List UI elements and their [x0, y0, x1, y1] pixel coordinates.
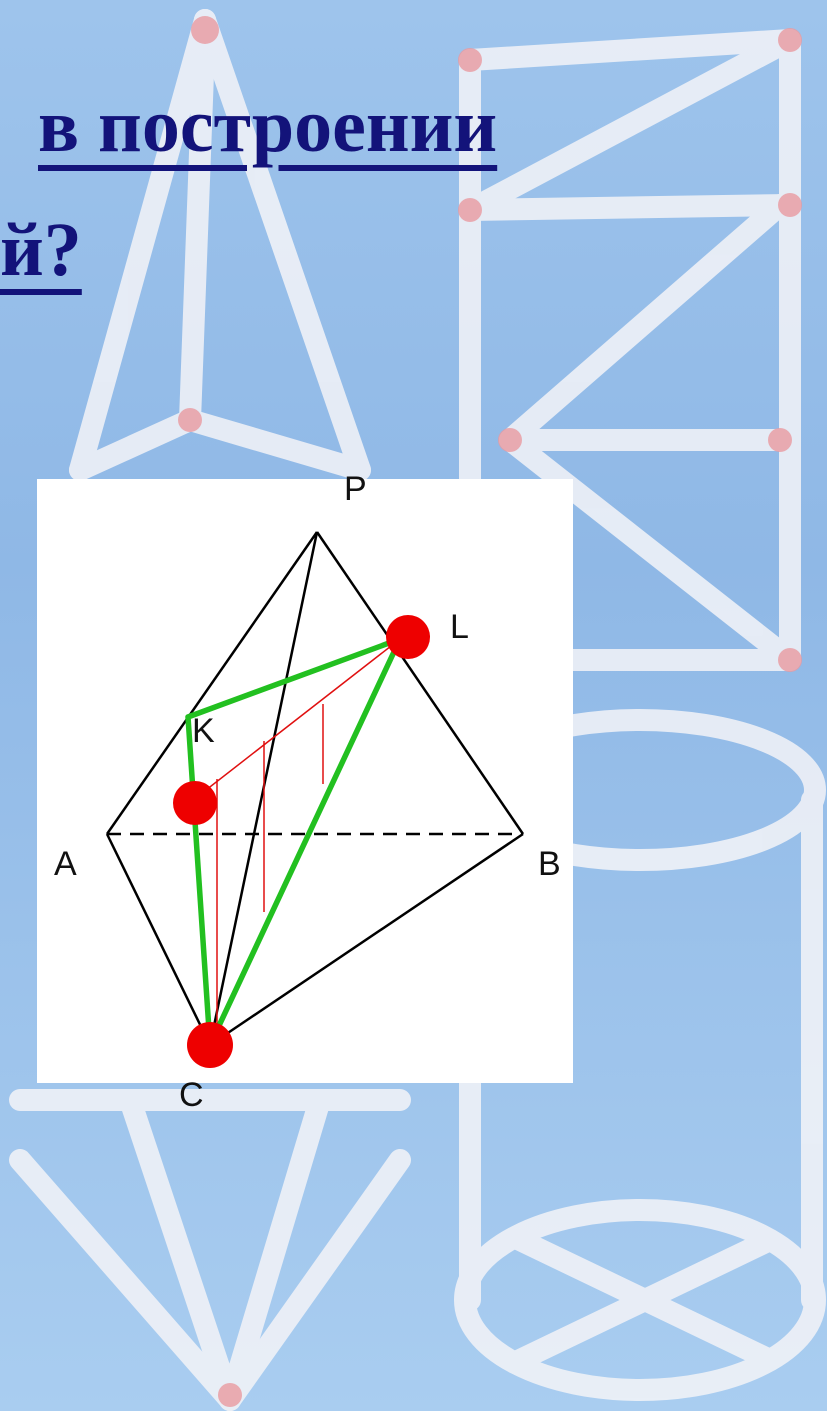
edge-pb	[315, 531, 525, 835]
point-c	[187, 1022, 233, 1068]
tetrahedron-section-diagram	[105, 531, 525, 1068]
edge-pa	[105, 531, 319, 835]
vertex-label-c: C	[179, 1076, 204, 1114]
construction-line	[196, 638, 401, 798]
vertex-label-a: A	[54, 845, 77, 883]
point-l	[386, 615, 430, 659]
title-line-2: й?	[0, 208, 82, 292]
edge-ac	[105, 833, 212, 1046]
section-triangle-klc	[185, 636, 403, 1048]
diagram-panel	[37, 479, 573, 1083]
point-k-marker	[173, 781, 217, 825]
vertex-label-b: B	[538, 845, 561, 883]
title-line-1: в построении	[38, 84, 498, 168]
vertex-label-k: K	[192, 712, 215, 750]
vertex-label-l: L	[450, 608, 469, 646]
vertex-label-p: P	[344, 470, 367, 508]
edge-bc	[209, 832, 524, 1047]
